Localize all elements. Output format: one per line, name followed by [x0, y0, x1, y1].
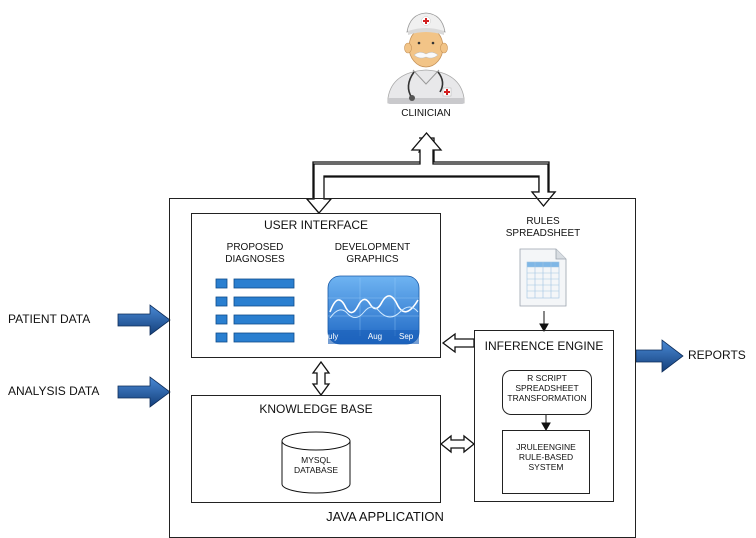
rscript-to-jrule-arrow: [541, 414, 551, 432]
proposed-diagnoses-label: PROPOSED DIAGNOSES: [225, 242, 285, 265]
clinician-label: CLINICIAN: [401, 108, 451, 119]
analysis-data-arrow: [117, 376, 171, 408]
jruleengine-box: [502, 430, 590, 494]
r-script-label: R SCRIPT SPREADSHEET TRANSFORMATION: [507, 373, 587, 403]
reports-label: REPORTS: [688, 348, 746, 362]
development-graph-icon: [327, 275, 420, 345]
rules-spreadsheet-label: RULES SPREADSHEET: [505, 216, 581, 239]
diagnoses-list-icon: [215, 278, 295, 343]
clinician-icon: [387, 12, 465, 104]
spreadsheet-icon: [519, 248, 567, 307]
patient-data-label: PATIENT DATA: [8, 312, 91, 326]
rules-to-inference-arrow: [539, 311, 549, 333]
inference-to-ui-arrow: [441, 332, 475, 354]
graph-month-sep: Sep: [399, 332, 414, 341]
patient-data-arrow: [117, 304, 171, 336]
user-interface-title: USER INTERFACE: [263, 218, 368, 232]
graph-month-aug: Aug: [367, 332, 383, 341]
reports-arrow: [635, 339, 684, 373]
r-script-box: [502, 370, 592, 415]
development-graphics-label: DEVELOPMENT GRAPHICS: [334, 242, 411, 265]
inference-engine-box: [474, 330, 614, 502]
clinician-arrow-outline: [305, 131, 557, 214]
jruleengine-label: JRULEENGINE RULE-BASED SYSTEM: [516, 442, 576, 472]
graph-month-july: uly: [328, 332, 339, 341]
knowledge-base-box: [191, 395, 441, 503]
database-cylinder-icon: [281, 431, 351, 494]
knowledge-base-title: KNOWLEDGE BASE: [259, 402, 373, 416]
ui-kb-double-arrow: [311, 360, 331, 397]
mysql-database-label: MYSQL DATABASE: [293, 455, 339, 475]
inference-engine-title: INFERENCE ENGINE: [484, 339, 604, 353]
user-interface-box: [191, 213, 441, 358]
java-application-label: JAVA APPLICATION: [326, 509, 444, 524]
analysis-data-label: ANALYSIS DATA: [8, 384, 100, 398]
